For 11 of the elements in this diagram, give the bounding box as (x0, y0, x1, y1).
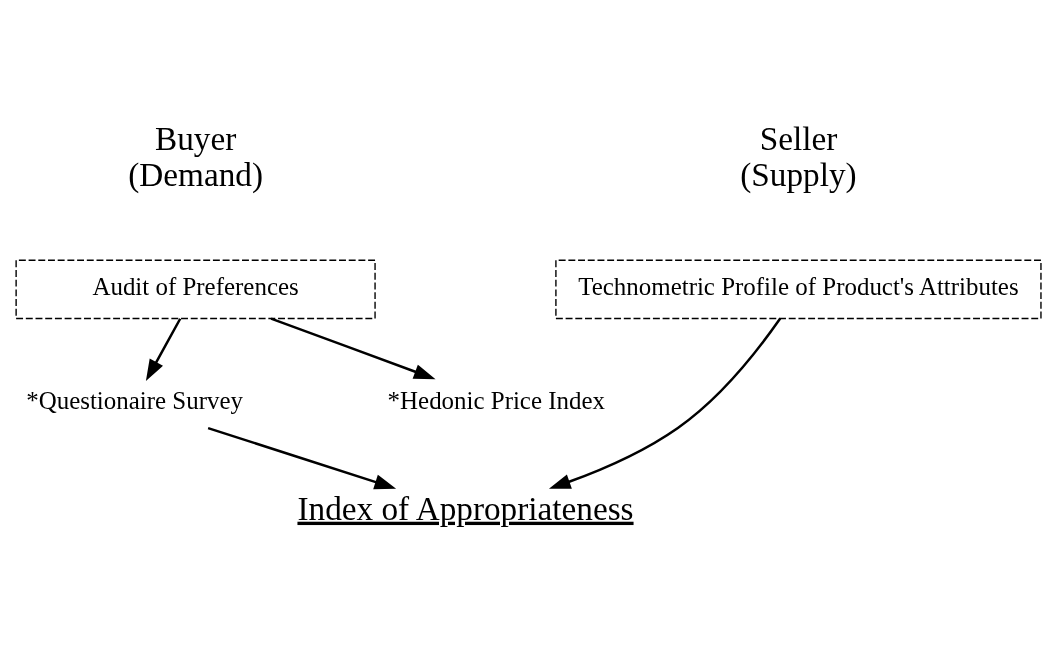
arrow (270, 317, 436, 380)
arrow (207, 426, 397, 490)
label: Seller (Supply) (740, 119, 857, 193)
label: Buyer (Demand) (128, 119, 263, 193)
arrow (145, 318, 182, 382)
arrow (548, 317, 782, 489)
node-text: Index of Appropriateness (297, 489, 634, 527)
node-text: *Questionaire Survey (26, 387, 243, 415)
node-box: Technometric Profile of Product's Attributes (555, 259, 1042, 320)
node-box: Audit of Preferences (15, 259, 376, 320)
node-text: *Hedonic Price Index (387, 387, 606, 415)
